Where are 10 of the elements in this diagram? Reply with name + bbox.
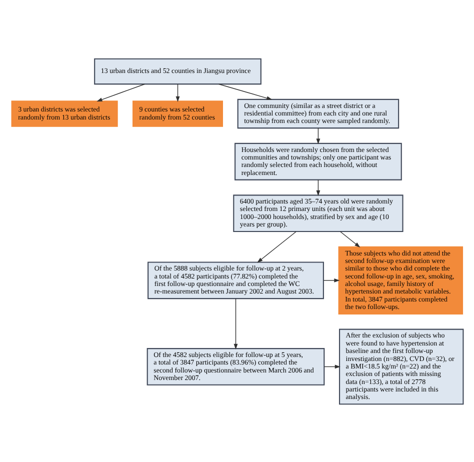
arrow <box>322 278 340 282</box>
arrow <box>175 83 180 102</box>
arrow <box>218 83 272 100</box>
arrow <box>316 179 320 196</box>
arrow <box>233 298 238 349</box>
arrow <box>339 230 360 247</box>
arrow <box>96 83 145 101</box>
arrow <box>256 230 296 262</box>
arrow <box>324 364 340 368</box>
arrow <box>316 127 320 144</box>
